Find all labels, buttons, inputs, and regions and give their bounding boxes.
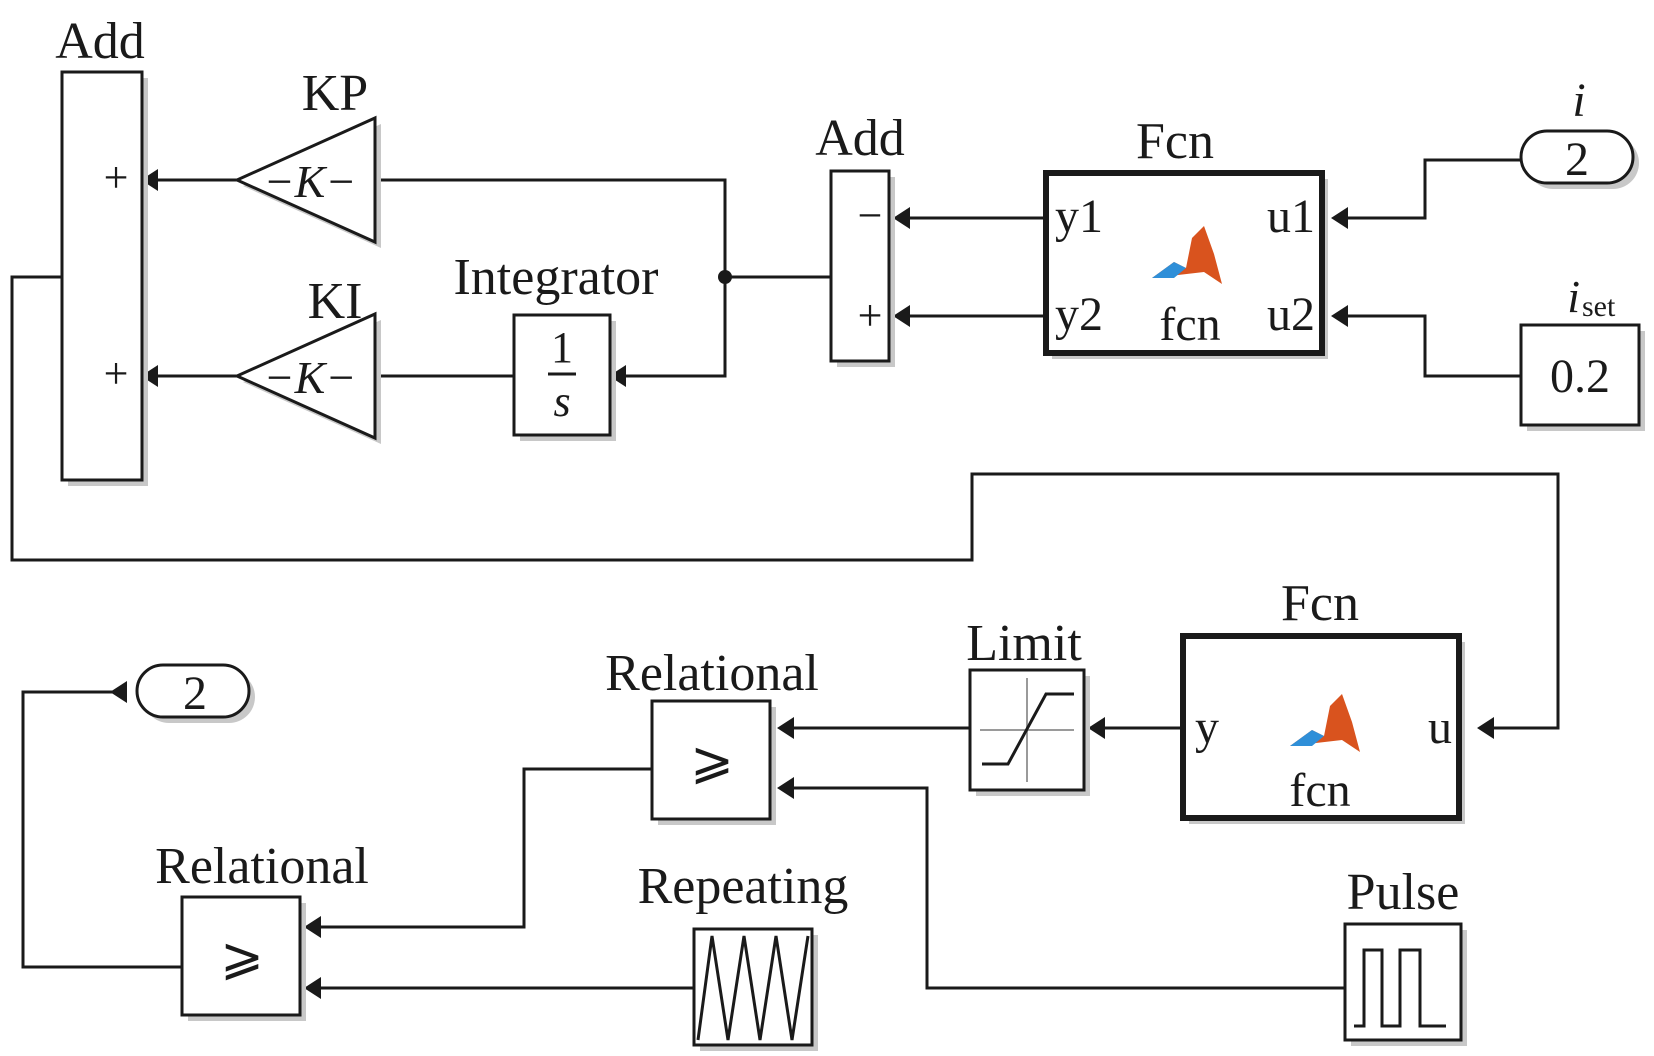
fcn-bottom-title: Fcn: [1281, 575, 1359, 632]
relational-bottom-operator: ⩾: [220, 929, 264, 986]
triangle-wave-icon: [696, 935, 810, 1041]
wire-iset-to-u2: [1345, 314, 1521, 378]
pulse-generator-block[interactable]: Pulse: [1343, 864, 1467, 1046]
goto-tag-2[interactable]: 2: [135, 663, 255, 723]
limit-title: Limit: [966, 615, 1082, 672]
arrow-relational-bottom-port1: [304, 916, 321, 938]
arrow-u2-in: [1331, 305, 1348, 327]
arrow-relational-bottom-port2: [304, 977, 321, 999]
fcn-top-u1-label: u1: [1267, 190, 1315, 243]
iset-label-main: i: [1567, 271, 1580, 322]
relational-top-block[interactable]: Relational ⩾: [605, 645, 819, 825]
wires: [10, 158, 1560, 990]
fcn-bottom-block[interactable]: Fcn y u fcn: [1180, 575, 1465, 824]
kp-title: KP: [302, 65, 368, 122]
relational-top-title: Relational: [605, 645, 819, 702]
arrow-goto-in: [110, 681, 127, 703]
repeating-title: Repeating: [638, 858, 849, 915]
integrator-title: Integrator: [453, 249, 658, 306]
pulse-title: Pulse: [1347, 864, 1460, 921]
wire-pulse-to-relational: [791, 786, 1345, 990]
add-error-title: Add: [815, 110, 905, 167]
from-tag-i-label: i: [1572, 74, 1585, 127]
ki-title: KI: [308, 273, 363, 330]
fcn-bottom-u-label: u: [1428, 701, 1452, 754]
matlab-logo-icon: [1290, 694, 1360, 752]
add-error-port2-sign: +: [858, 291, 883, 340]
ki-gain-block[interactable]: KI −K−: [233, 273, 381, 444]
fcn-bottom-name: fcn: [1289, 764, 1350, 817]
branch-point: [718, 270, 732, 284]
wire-relational-to-relational: [318, 767, 652, 929]
integrator-denominator: s: [553, 377, 570, 426]
kp-gain-block[interactable]: KP −K−: [233, 65, 381, 248]
repeating-sequence-block[interactable]: Repeating: [638, 858, 849, 1051]
add-output-port1-sign: +: [104, 153, 129, 202]
fcn-top-y1-label: y1: [1055, 190, 1103, 243]
arrow-u1-in: [1331, 207, 1348, 229]
fcn-top-y2-label: y2: [1055, 288, 1103, 341]
wire-relational-to-goto: [21, 690, 182, 969]
iset-constant-block[interactable]: i set 0.2: [1519, 271, 1645, 431]
goto-tag-2-value: 2: [183, 667, 207, 720]
fcn-top-u2-label: u2: [1267, 288, 1315, 341]
add-output-port2-sign: +: [104, 349, 129, 398]
arrow-limit-in: [1088, 717, 1105, 739]
pulse-wave-icon: [1354, 948, 1446, 1028]
iset-label: i: [1567, 271, 1580, 322]
wire-i-to-u1: [1345, 158, 1520, 220]
arrow-u-in: [1477, 717, 1494, 739]
matlab-logo-icon: [1152, 226, 1222, 284]
from-tag-i[interactable]: i 2: [1519, 74, 1639, 189]
add-error-block[interactable]: Add − +: [815, 110, 905, 367]
wire-error-to-integrator: [622, 277, 727, 378]
add-error-port1-sign: −: [858, 191, 883, 240]
relational-bottom-title: Relational: [155, 838, 369, 895]
relational-bottom-block[interactable]: Relational ⩾: [155, 838, 369, 1021]
iset-value: 0.2: [1550, 350, 1610, 403]
saturation-icon: [980, 678, 1074, 782]
add-output-title: Add: [55, 13, 145, 70]
iset-label-sub: set: [1582, 290, 1616, 323]
arrow-add-err-port2: [893, 305, 910, 327]
fcn-top-name: fcn: [1159, 298, 1220, 351]
fcn-top-title: Fcn: [1136, 113, 1214, 170]
integrator-block[interactable]: Integrator 1 s: [453, 249, 659, 441]
arrow-relational-top-port2: [777, 777, 794, 799]
fcn-bottom-y-label: y: [1195, 701, 1219, 754]
wire-add-output: [10, 275, 1560, 730]
relational-top-operator: ⩾: [690, 733, 734, 790]
kp-body: −K−: [264, 156, 357, 207]
add-output-block[interactable]: Add + +: [55, 13, 148, 486]
from-tag-i-value: 2: [1565, 133, 1589, 186]
arrow-relational-top-port1: [777, 717, 794, 739]
wire-error-to-kp: [375, 178, 727, 277]
limit-block[interactable]: Limit: [966, 615, 1090, 796]
arrow-add-err-port1: [893, 207, 910, 229]
integrator-numerator: 1: [551, 323, 573, 372]
ki-body: −K−: [264, 352, 357, 403]
fcn-top-block[interactable]: Fcn y1 y2 u1 u2 fcn: [1043, 113, 1328, 359]
